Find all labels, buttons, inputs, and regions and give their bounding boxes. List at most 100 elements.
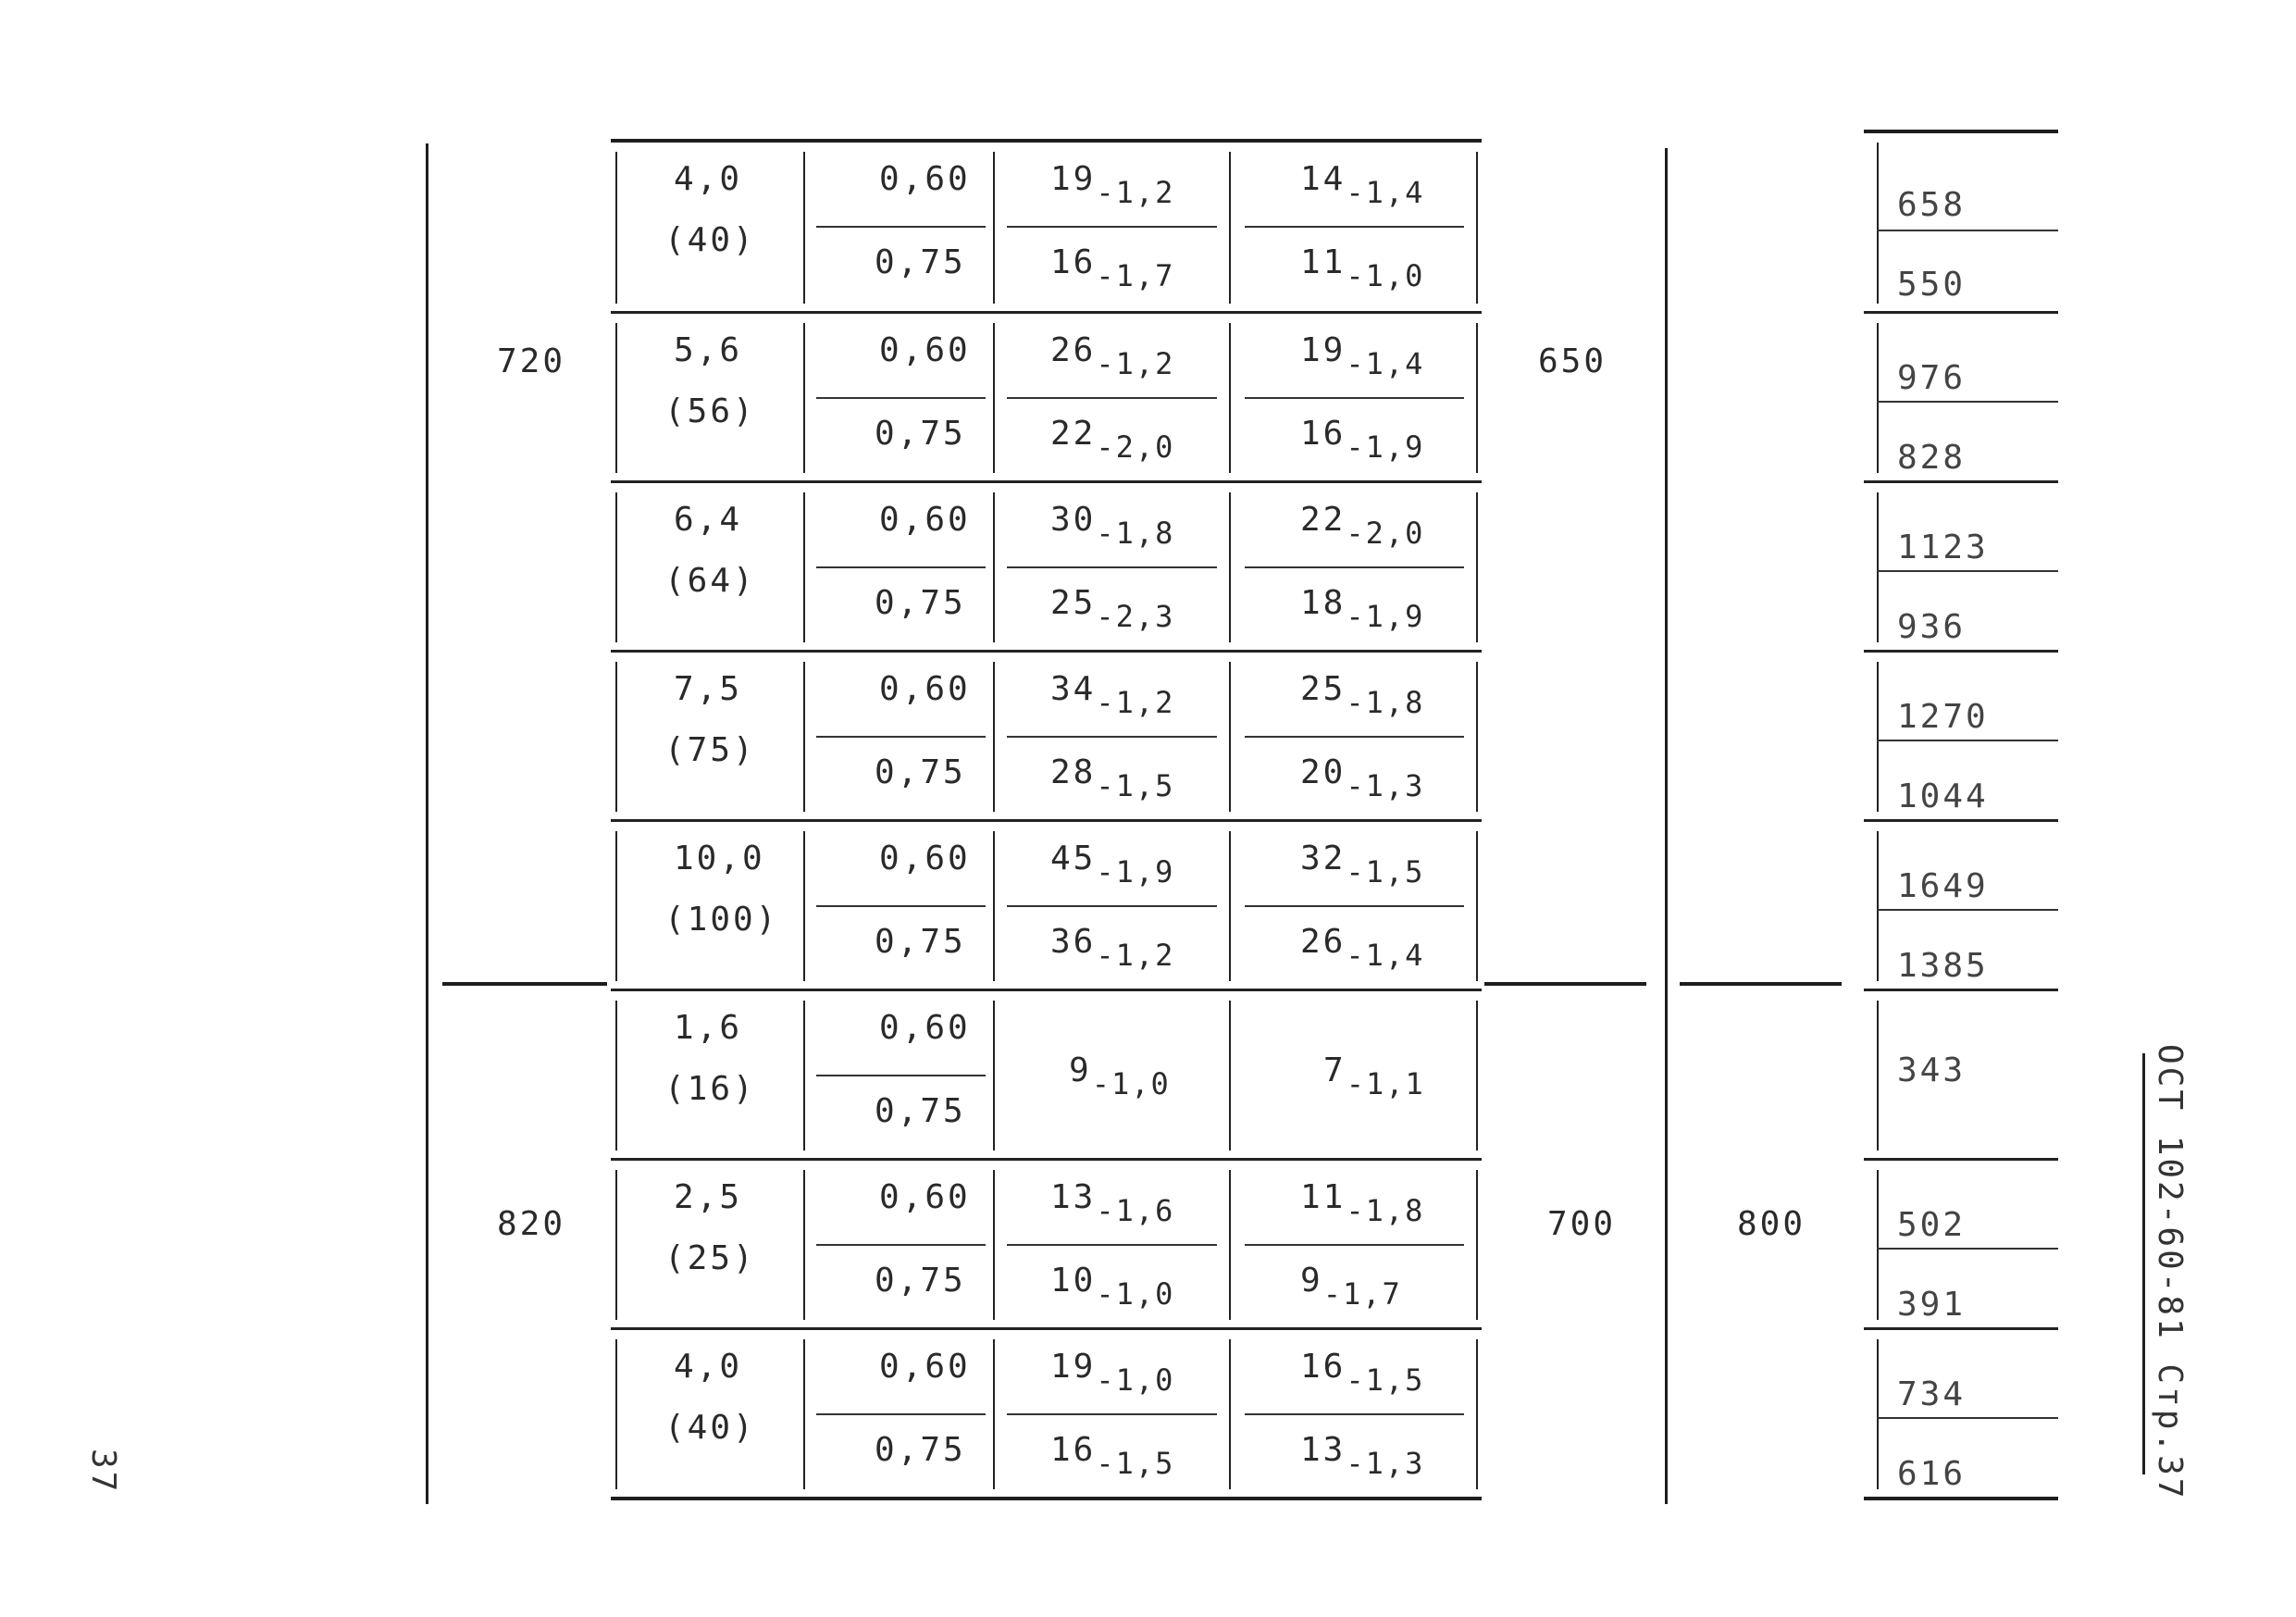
cell-b-bottom-subscript: -1,0 — [1346, 258, 1425, 293]
right-value-bottom: 550 — [1897, 266, 1967, 304]
column-rule — [615, 152, 617, 304]
column-rule — [1476, 662, 1478, 812]
column-rule — [615, 492, 617, 642]
column-rule — [1476, 831, 1478, 981]
column-rule — [1229, 1339, 1231, 1489]
cell-dimension-alt: (75) — [664, 731, 756, 769]
cell-dimension: 4,0 — [674, 160, 743, 198]
column-rule — [803, 1001, 805, 1151]
cell-a-bottom: 36-1,2 — [1050, 923, 1175, 973]
section-b-col-mid: 700 — [1547, 1205, 1617, 1243]
cell-a-top-subscript: -1,2 — [1096, 175, 1175, 210]
column-rule — [1476, 492, 1478, 642]
cell-b-top-subscript: -1,4 — [1346, 175, 1425, 210]
right-value-top: 1649 — [1897, 867, 1989, 905]
right-value-top: 658 — [1897, 186, 1967, 224]
cell-divider — [1007, 1244, 1217, 1246]
cell-divider — [816, 226, 986, 228]
cell-b-bottom: 18-1,9 — [1300, 584, 1425, 634]
section-a-col-mid: 650 — [1538, 342, 1607, 380]
cell-ratio-bottom: 0,75 — [875, 584, 966, 622]
cell-divider — [1245, 736, 1464, 738]
column-rule — [1229, 323, 1231, 473]
cell-b-bottom-subscript: -1,3 — [1346, 768, 1425, 803]
right-column-rule — [1877, 662, 1879, 812]
column-rule — [993, 1001, 995, 1151]
cell-b-top: 22-2,0 — [1300, 501, 1425, 551]
cell-divider — [1007, 736, 1217, 738]
cell-b-bottom-subscript: -1,3 — [1346, 1446, 1425, 1481]
cell-ratio-top: 0,60 — [879, 1348, 971, 1386]
cell-dimension-alt: (25) — [664, 1239, 756, 1277]
cell-a-top: 19-1,0 — [1050, 1348, 1175, 1398]
cell-divider — [816, 1075, 986, 1076]
column-rule — [803, 323, 805, 473]
cell-ratio-bottom: 0,75 — [875, 1431, 966, 1469]
right-cell-divider — [1877, 740, 2058, 741]
cell-divider — [1007, 1413, 1217, 1415]
cell-b-top: 14-1,4 — [1300, 160, 1425, 210]
column-rule — [1476, 1170, 1478, 1320]
cell-ratio-top: 0,60 — [879, 1009, 971, 1047]
cell-a-top-subscript: -1,9 — [1096, 854, 1175, 889]
cell-dimension: 6,4 — [674, 501, 743, 539]
cell-b-bottom: 13-1,3 — [1300, 1431, 1425, 1481]
cell-a-bottom-subscript: -1,5 — [1096, 1446, 1175, 1481]
cell-b-top: 11-1,8 — [1300, 1178, 1425, 1228]
column-rule — [1229, 492, 1231, 642]
section-b-col-mid2: 800 — [1737, 1205, 1806, 1243]
cell-b-value-subscript: -1,1 — [1346, 1066, 1425, 1101]
cell-ratio-bottom: 0,75 — [875, 1262, 966, 1300]
cell-dimension-alt: (16) — [664, 1070, 756, 1108]
cell-b-top-subscript: -1,8 — [1346, 1193, 1425, 1228]
mid-vertical-rule — [1665, 148, 1668, 1504]
cell-dimension: 2,5 — [674, 1178, 743, 1216]
column-rule — [993, 152, 995, 304]
cell-a-value: 9-1,0 — [1069, 1051, 1171, 1101]
cell-dimension: 7,5 — [674, 670, 743, 708]
cell-divider — [1007, 226, 1217, 228]
cell-divider — [1245, 1244, 1464, 1246]
cell-divider — [816, 397, 986, 399]
right-row: 343 — [1864, 989, 2058, 1158]
side-caption-rule — [2142, 1053, 2145, 1474]
right-column-rule — [1877, 831, 1879, 981]
right-cell-divider — [1877, 1248, 2058, 1250]
right-value-top: 1270 — [1897, 698, 1989, 736]
cell-a-bottom-subscript: -2,3 — [1096, 599, 1175, 634]
right-value-top: 1123 — [1897, 529, 1989, 566]
cell-a-bottom: 25-2,3 — [1050, 584, 1175, 634]
cell-b-bottom: 20-1,3 — [1300, 753, 1425, 803]
section-a-col1: 720 — [497, 342, 566, 380]
right-cell-divider — [1877, 1417, 2058, 1419]
cell-divider — [1007, 397, 1217, 399]
cell-b-bottom: 11-1,0 — [1300, 243, 1425, 293]
column-rule — [615, 1339, 617, 1489]
cell-b-top: 16-1,5 — [1300, 1348, 1425, 1398]
right-column-rule — [1877, 492, 1879, 642]
column-rule — [993, 1170, 995, 1320]
column-rule — [615, 1001, 617, 1151]
right-value: 343 — [1897, 1051, 1967, 1089]
column-rule — [615, 831, 617, 981]
cell-divider — [1007, 566, 1217, 568]
column-rule — [1229, 662, 1231, 812]
cell-b-bottom: 26-1,4 — [1300, 923, 1425, 973]
section-b-col1: 820 — [497, 1205, 566, 1243]
cell-a-top-subscript: -1,8 — [1096, 516, 1175, 551]
right-value-top: 976 — [1897, 359, 1967, 397]
side-caption: ОСТ 102-60-81 Стр.37 — [2151, 1044, 2189, 1501]
mid-section-divider-2 — [1680, 982, 1842, 986]
cell-b-bottom: 16-1,9 — [1300, 415, 1425, 465]
cell-b-top: 19-1,4 — [1300, 331, 1425, 381]
column-rule — [993, 662, 995, 812]
column-rule — [803, 492, 805, 642]
cell-dimension: 5,6 — [674, 331, 743, 369]
